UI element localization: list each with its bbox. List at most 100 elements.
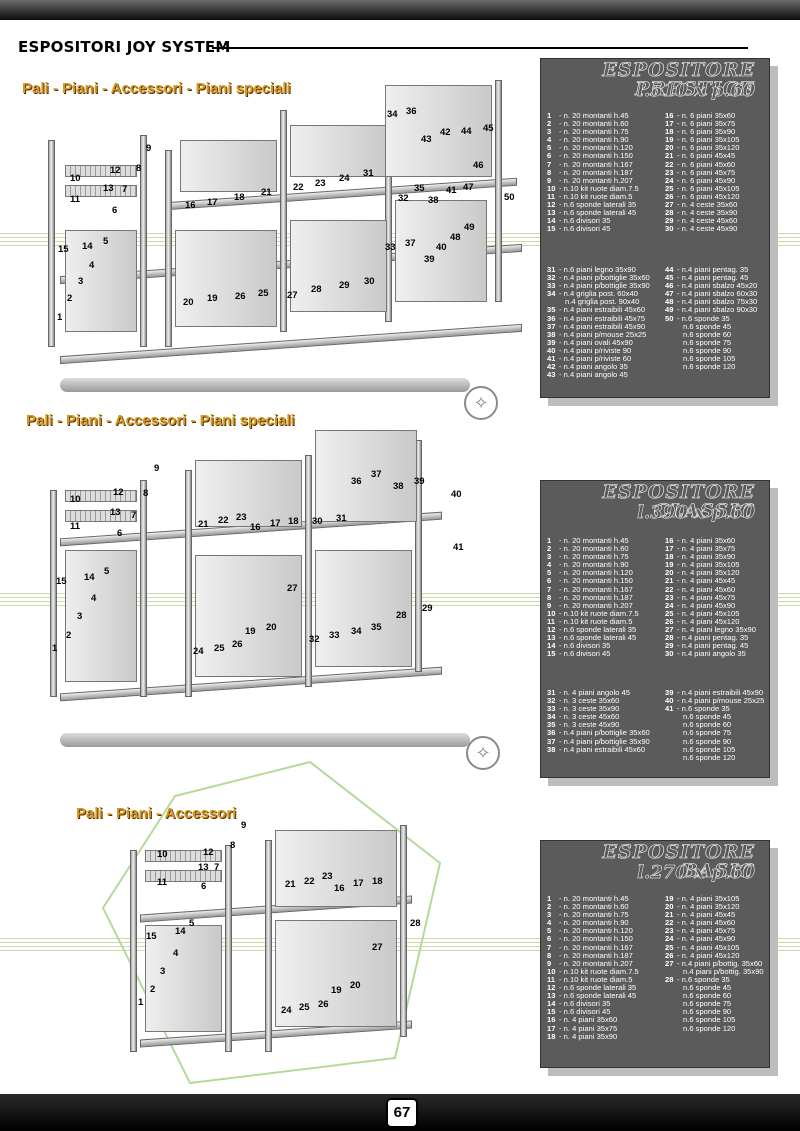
- spec-item-number: 16: [547, 1015, 556, 1025]
- spec-item-number: 27: [665, 200, 674, 210]
- spec-item-number: 25: [665, 942, 674, 952]
- spec-item-text: - n. 20 montanti h.120: [559, 143, 633, 153]
- spec-item-text: n.6 sponde 105: [683, 1015, 736, 1025]
- callout-number: 6: [112, 205, 118, 216]
- spec-item-text: - n. 4 piani 45x120: [677, 950, 740, 960]
- spec-item: 40- n.4 piani p/mouse 25x25: [665, 696, 764, 705]
- callout-number: 46: [473, 160, 484, 171]
- spec-item-text: - n. 4 ceste 35x90: [677, 208, 738, 218]
- callout-number: 21: [261, 187, 272, 198]
- spec-item-text: - n.4 piani ovali 45x90: [559, 337, 633, 347]
- spec-item-text: - n.4 piani sbalzo 45x20: [677, 281, 758, 291]
- spec-item: 21- n. 4 piani 45x45: [665, 911, 764, 919]
- spec-item-text: - n. 4 piani 35x105: [677, 894, 740, 903]
- spec-item-text: n.6 sponde 90: [683, 345, 732, 355]
- spec-item-text: n.6 sponde 105: [683, 744, 736, 754]
- callout-number: 1: [57, 312, 63, 323]
- spec-item: 17- n. 6 piani 35x75: [665, 119, 739, 128]
- callout-number: 41: [453, 542, 464, 553]
- spec-item: 11- n.10 kit ruote diam.5: [547, 617, 639, 626]
- callout-number: 5: [189, 918, 195, 929]
- spec-item-text: - n. 4 ceste 45x60: [677, 216, 738, 226]
- spec-item: 3- n. 20 montanti h.75: [547, 911, 639, 919]
- spec-item-number: 32: [547, 273, 556, 283]
- spec-item: 7- n. 20 montanti h.167: [547, 159, 639, 169]
- spec-item-number: 9: [547, 175, 552, 185]
- spec-item-number: 21: [665, 576, 674, 586]
- callout-number: 9: [241, 820, 247, 831]
- spec-item-number: 38: [547, 744, 556, 754]
- spec-item-number: 49: [665, 305, 674, 315]
- spec-item-number: 18: [547, 1031, 556, 1041]
- callout-number: 26: [235, 291, 246, 302]
- spec-item-text: - n.6 divisori 35: [559, 641, 611, 651]
- spec-item-number: 20: [665, 902, 674, 912]
- panel-size: l.510 x p.60: [637, 80, 755, 102]
- spec-item: 44- n.4 piani pentag. 35: [665, 265, 757, 274]
- spec-item-number: 28: [665, 974, 674, 984]
- callout-number: 18: [372, 876, 383, 887]
- spec-item: 31- n.6 piani legno 35x90: [547, 265, 650, 274]
- spec-item-number: 6: [547, 576, 552, 586]
- spec-item: 17- n. 4 piani 35x75: [547, 1024, 639, 1033]
- spec-item-number: 21: [665, 151, 674, 161]
- spec-item: 13- n.6 sponde laterali 45: [547, 209, 639, 217]
- spec-item: 17- n. 4 piani 35x75: [665, 544, 756, 553]
- callout-number: 5: [104, 566, 110, 577]
- spec-item: n.6 sponde 75: [665, 338, 757, 347]
- spec-item: 29- n.4 piani pentag. 45: [665, 642, 756, 650]
- spec-item-text: - n. 20 montanti h.167: [559, 942, 633, 952]
- spec-item: 16- n. 6 piani 35x60: [665, 111, 739, 120]
- spec-item-number: 23: [665, 926, 674, 936]
- spec-item: n.6 sponde 45: [665, 713, 764, 721]
- spec-item: 18- n. 4 piani 35x90: [547, 1031, 639, 1041]
- spec-item-text: - n.6 sponde laterali 45: [559, 991, 637, 1001]
- spec-item: 4- n. 20 montanti h.90: [547, 561, 639, 569]
- spec-item: 46- n.4 piani sbalzo 45x20: [665, 282, 757, 290]
- spec-item-text: - n.6 sponde 35: [677, 704, 730, 714]
- spec-item-number: 13: [547, 991, 556, 1001]
- spec-item: 16- n. 4 piani 35x60: [547, 1016, 639, 1024]
- spec-item-text: - n. 3 ceste 35x60: [559, 696, 620, 706]
- spec-item-text: - n.10 kit ruote diam.7.5: [559, 608, 639, 618]
- spec-item: 4- n. 20 montanti h.90: [547, 136, 639, 144]
- spec-item: 19- n. 4 piani 35x105: [665, 561, 756, 569]
- spec-item-number: 8: [547, 592, 552, 602]
- spec-item: 33- n. 3 ceste 35x90: [547, 705, 650, 713]
- spec-item: 32- n.4 piani p/bottiglie 35x60: [547, 273, 650, 283]
- spec-item-text: - n. 20 montanti h.150: [559, 576, 633, 586]
- spec-item: n.4 griglia post. 90x40: [547, 298, 650, 306]
- spec-item-text: - n. 20 montanti h.90: [559, 135, 629, 145]
- spec-item-number: 8: [547, 167, 552, 177]
- spec-item-text: - n.4 piani sbalzo 60x30: [677, 289, 758, 299]
- spec-item: 42- n.4 piani angolo 35: [547, 363, 650, 371]
- section-subtitle: Pali - Piani - Accessori - Piani special…: [26, 412, 295, 429]
- spec-item-number: 34: [547, 289, 556, 299]
- spec-item: 11- n.10 kit ruote diam.5: [547, 975, 639, 984]
- callout-number: 6: [117, 528, 123, 539]
- spec-item: n.6 sponde 120: [665, 1024, 764, 1033]
- spec-item-number: 2: [547, 902, 552, 912]
- spec-item-text: - n.6 piani legno 35x90: [559, 265, 636, 274]
- callout-number: 13: [103, 183, 114, 194]
- spec-item-number: 5: [547, 926, 552, 936]
- spec-item-number: 35: [547, 720, 556, 730]
- spec-item-text: - n.4 piani p/mouse 25x25: [559, 329, 647, 339]
- spec-item: 29- n. 4 ceste 45x60: [665, 217, 739, 225]
- spec-item: 6- n. 20 montanti h.150: [547, 152, 639, 160]
- spec-item-number: 41: [547, 354, 556, 364]
- spec-item: 27- n.4 piani p/bottig. 35x60: [665, 959, 764, 968]
- callout-number: 13: [110, 507, 121, 518]
- spec-item-text: - n. 20 montanti h.167: [559, 159, 633, 169]
- divider-swoosh: [60, 733, 470, 747]
- spec-item-text: - n.4 piani pentag. 45: [677, 641, 749, 651]
- callout-number: 24: [193, 646, 204, 657]
- panel-title: ESPOSITORE PRESTIGE: [602, 59, 755, 100]
- spec-item-number: 23: [665, 592, 674, 602]
- spec-item-number: 29: [665, 216, 674, 226]
- spec-item-text: - n. 4 piani 35x90: [559, 1031, 618, 1041]
- spec-item-text: - n. 4 piani 45x120: [677, 616, 740, 626]
- spec-item: 40- n.4 piani p/riviste 90: [547, 346, 650, 355]
